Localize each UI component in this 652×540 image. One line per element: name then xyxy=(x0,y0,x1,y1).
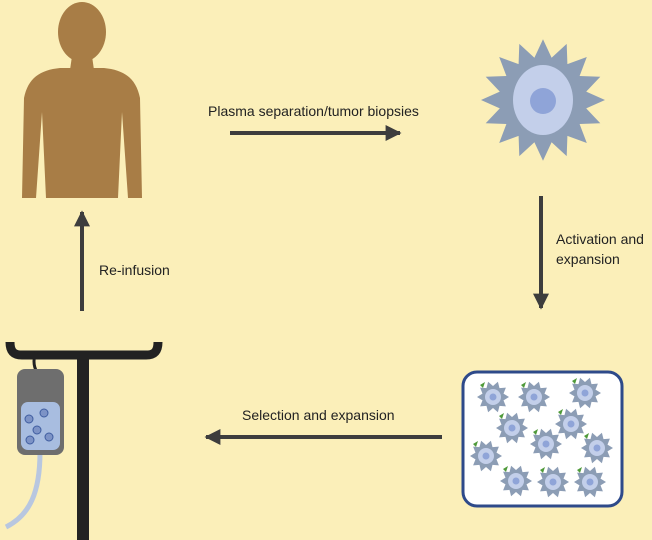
activation-label-line-2: expansion xyxy=(556,251,620,267)
small-cell-icon xyxy=(569,377,601,409)
plasma-separation-label: Plasma separation/tumor biopsies xyxy=(208,103,419,119)
small-cell-icon xyxy=(500,465,532,497)
small-cell-icon xyxy=(574,466,606,498)
small-cell-icon xyxy=(581,432,613,464)
small-cell-icon xyxy=(530,428,562,460)
iv-bag-stand-icon xyxy=(4,341,163,540)
reinfusion-label: Re-infusion xyxy=(99,262,170,278)
small-cell-icon xyxy=(477,381,509,413)
expanded-cell-culture-icon xyxy=(461,370,624,508)
small-cell-icon xyxy=(537,466,569,498)
activation-label-line-1: Activation and xyxy=(556,231,644,247)
dendritic-cell-icon xyxy=(481,39,605,161)
small-cell-icon xyxy=(470,440,502,472)
small-cell-icon xyxy=(555,408,587,440)
patient-torso-icon xyxy=(22,2,142,198)
small-cell-icon xyxy=(518,381,550,413)
activation-label: Activation and expansion xyxy=(556,229,644,269)
selection-label: Selection and expansion xyxy=(242,407,395,423)
small-cell-icon xyxy=(496,412,528,444)
